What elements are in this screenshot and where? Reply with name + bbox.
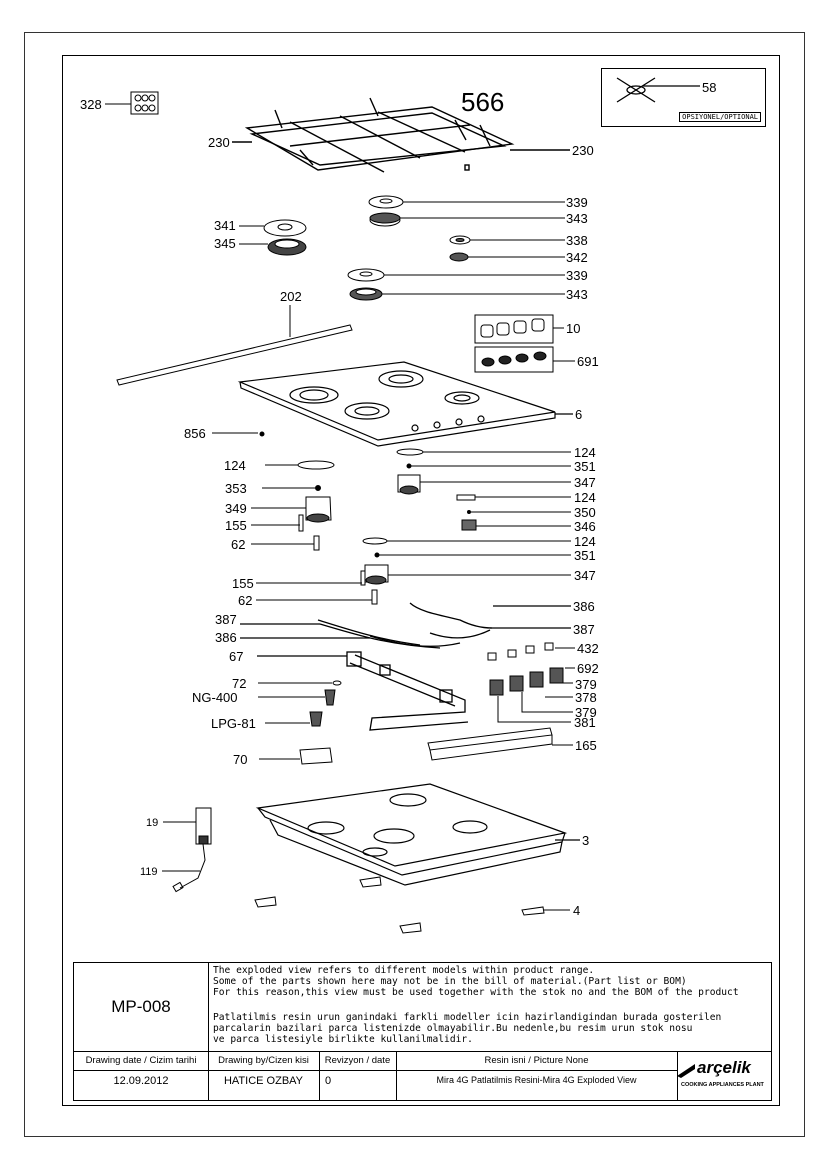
title-block: MP-008 The exploded view refers to diffe… <box>73 962 772 1101</box>
ignition-unit-19 <box>162 807 212 893</box>
label-230-left: 230 <box>208 135 230 150</box>
glass-top-6 <box>237 361 573 447</box>
label-341: 341 <box>214 218 236 233</box>
picture-name-value: Mira 4G Patlatilmis Resini-Mira 4G Explo… <box>436 1075 637 1085</box>
label-124-d: 124 <box>574 534 596 549</box>
note-english: The exploded view refers to different mo… <box>213 965 739 998</box>
label-692: 692 <box>577 661 599 676</box>
revision-cell: Revizyon / date 0 <box>319 1051 397 1100</box>
label-202: 202 <box>280 289 302 304</box>
label-432: 432 <box>577 641 599 656</box>
gasket-strip-202 <box>116 305 353 386</box>
drawn-by-header: Drawing by/Cizen kisi <box>218 1055 309 1066</box>
label-339-top: 339 <box>566 195 588 210</box>
label-338: 338 <box>566 233 588 248</box>
label-230-right: 230 <box>572 143 594 158</box>
feet-4 <box>254 876 570 934</box>
label-155-b: 155 <box>232 576 254 591</box>
label-10: 10 <box>566 321 580 336</box>
label-856: 856 <box>184 426 206 441</box>
revision-header: Revizyon / date <box>324 1055 391 1066</box>
inner-frame <box>62 55 780 1106</box>
label-379-b: 379 <box>575 705 597 720</box>
label-378: 378 <box>575 690 597 705</box>
optional-part-box: OPSIYONEL/OPTIONAL <box>601 68 766 127</box>
injectors <box>258 680 342 727</box>
label-62-a: 62 <box>231 537 245 552</box>
label-346: 346 <box>574 519 596 534</box>
wok-support-58 <box>616 77 700 103</box>
brand-subtitle: COOKING APPLIANCES PLANT <box>681 1082 764 1088</box>
label-19: 19 <box>146 817 158 829</box>
label-58: 58 <box>702 80 716 95</box>
label-328: 328 <box>80 97 102 112</box>
label-566: 566 <box>461 87 504 117</box>
gas-valves <box>487 642 575 723</box>
drawn-by-value: HATICE OZBAY <box>223 1075 304 1087</box>
valve-parts <box>212 431 571 605</box>
date-cell: Drawing date / Cizim tarihi 12.09.2012 <box>74 1051 209 1100</box>
label-155-a: 155 <box>225 518 247 533</box>
date-value: 12.09.2012 <box>113 1075 169 1087</box>
part-70 <box>259 747 333 765</box>
label-347-a: 347 <box>574 475 596 490</box>
label-70: 70 <box>233 752 247 767</box>
label-387-b: 387 <box>573 622 595 637</box>
logo-mark-icon <box>677 1064 695 1078</box>
label-345: 345 <box>214 236 236 251</box>
label-691: 691 <box>577 354 599 369</box>
label-6: 6 <box>575 407 582 422</box>
label-62-b: 62 <box>238 593 252 608</box>
label-165: 165 <box>575 738 597 753</box>
thermocouple-pipes <box>240 602 571 649</box>
drawn-by-cell: Drawing by/Cizen kisi HATICE OZBAY <box>208 1051 320 1100</box>
label-387-a: 387 <box>215 612 237 627</box>
picture-name-cell: Resin isni / Picture None Mira 4G Patlat… <box>396 1051 678 1100</box>
burner-caps <box>239 195 565 301</box>
outer-frame <box>24 32 805 1137</box>
arcelik-logo: arçelik COOKING APPLIANCES PLANT <box>675 1056 767 1096</box>
control-strip-165 <box>427 727 573 761</box>
title-block-row: Drawing date / Cizim tarihi 12.09.2012 D… <box>74 1051 771 1100</box>
drawing-code: MP-008 <box>74 963 209 1052</box>
brand-name: arçelik <box>697 1058 751 1077</box>
label-353: 353 <box>225 481 247 496</box>
picture-name-header: Resin isni / Picture None <box>484 1055 589 1066</box>
note-turkish: Patlatilmis resin urun ganindaki farkli … <box>213 1012 722 1045</box>
label-347-b: 347 <box>574 568 596 583</box>
base-tray-3 <box>255 783 580 886</box>
label-339-bottom: 339 <box>566 268 588 283</box>
label-350: 350 <box>574 505 596 520</box>
label-ng-400: NG-400 <box>192 690 238 705</box>
label-72: 72 <box>232 676 246 691</box>
label-124-b: 124 <box>224 458 246 473</box>
label-3: 3 <box>582 833 589 848</box>
gas-manifold-67 <box>257 651 469 731</box>
label-lpg-81: LPG-81 <box>211 716 256 731</box>
label-349: 349 <box>225 501 247 516</box>
label-67: 67 <box>229 649 243 664</box>
optional-tag: OPSIYONEL/OPTIONAL <box>679 112 761 122</box>
label-343-bottom: 343 <box>566 287 588 302</box>
burner-symbol-328 <box>105 91 159 115</box>
label-124-c: 124 <box>574 490 596 505</box>
label-351-a: 351 <box>574 459 596 474</box>
label-4: 4 <box>573 903 580 918</box>
label-351-b: 351 <box>574 548 596 563</box>
label-381: 381 <box>574 715 596 730</box>
knob-bezels-box-691 <box>474 346 575 373</box>
pan-support-grates <box>232 97 570 173</box>
date-header: Drawing date / Cizim tarihi <box>85 1055 197 1066</box>
revision-value: 0 <box>325 1075 332 1087</box>
label-379-a: 379 <box>575 677 597 692</box>
knobs-box-10 <box>474 314 564 344</box>
label-386-a: 386 <box>573 599 595 614</box>
label-124-a: 124 <box>574 445 596 460</box>
label-343-top: 343 <box>566 211 588 226</box>
label-386-b: 386 <box>215 630 237 645</box>
label-119: 119 <box>140 866 158 878</box>
label-342: 342 <box>566 250 588 265</box>
